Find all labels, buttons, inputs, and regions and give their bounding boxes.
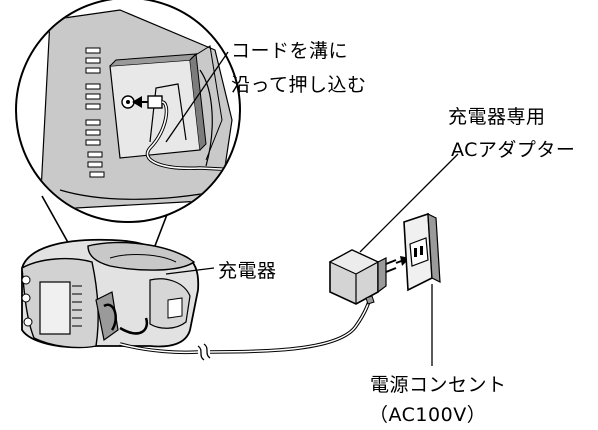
label-cord-instruction-line2: 沿って押し込む (231, 74, 367, 96)
label-charger: 充電器 (218, 260, 277, 282)
insert-arrow-icon (132, 96, 148, 108)
label-adapter-line1: 充電器専用 (448, 106, 546, 128)
label-outlet-line1: 電源コンセント (370, 374, 507, 396)
vent-slots (85, 47, 105, 178)
charger (21, 238, 200, 349)
ac-adapter (328, 249, 397, 305)
wall-outlet (403, 212, 441, 292)
label-adapter-line2: ACアダプター (451, 139, 576, 161)
leader-charger (165, 267, 215, 275)
leader-adapter (359, 153, 459, 253)
label-cord-instruction-line1: コードを溝に (231, 40, 349, 62)
label-outlet-line2: （AC100V） (369, 404, 487, 426)
leader-cord (165, 51, 229, 143)
magnified-detail (15, 0, 241, 297)
